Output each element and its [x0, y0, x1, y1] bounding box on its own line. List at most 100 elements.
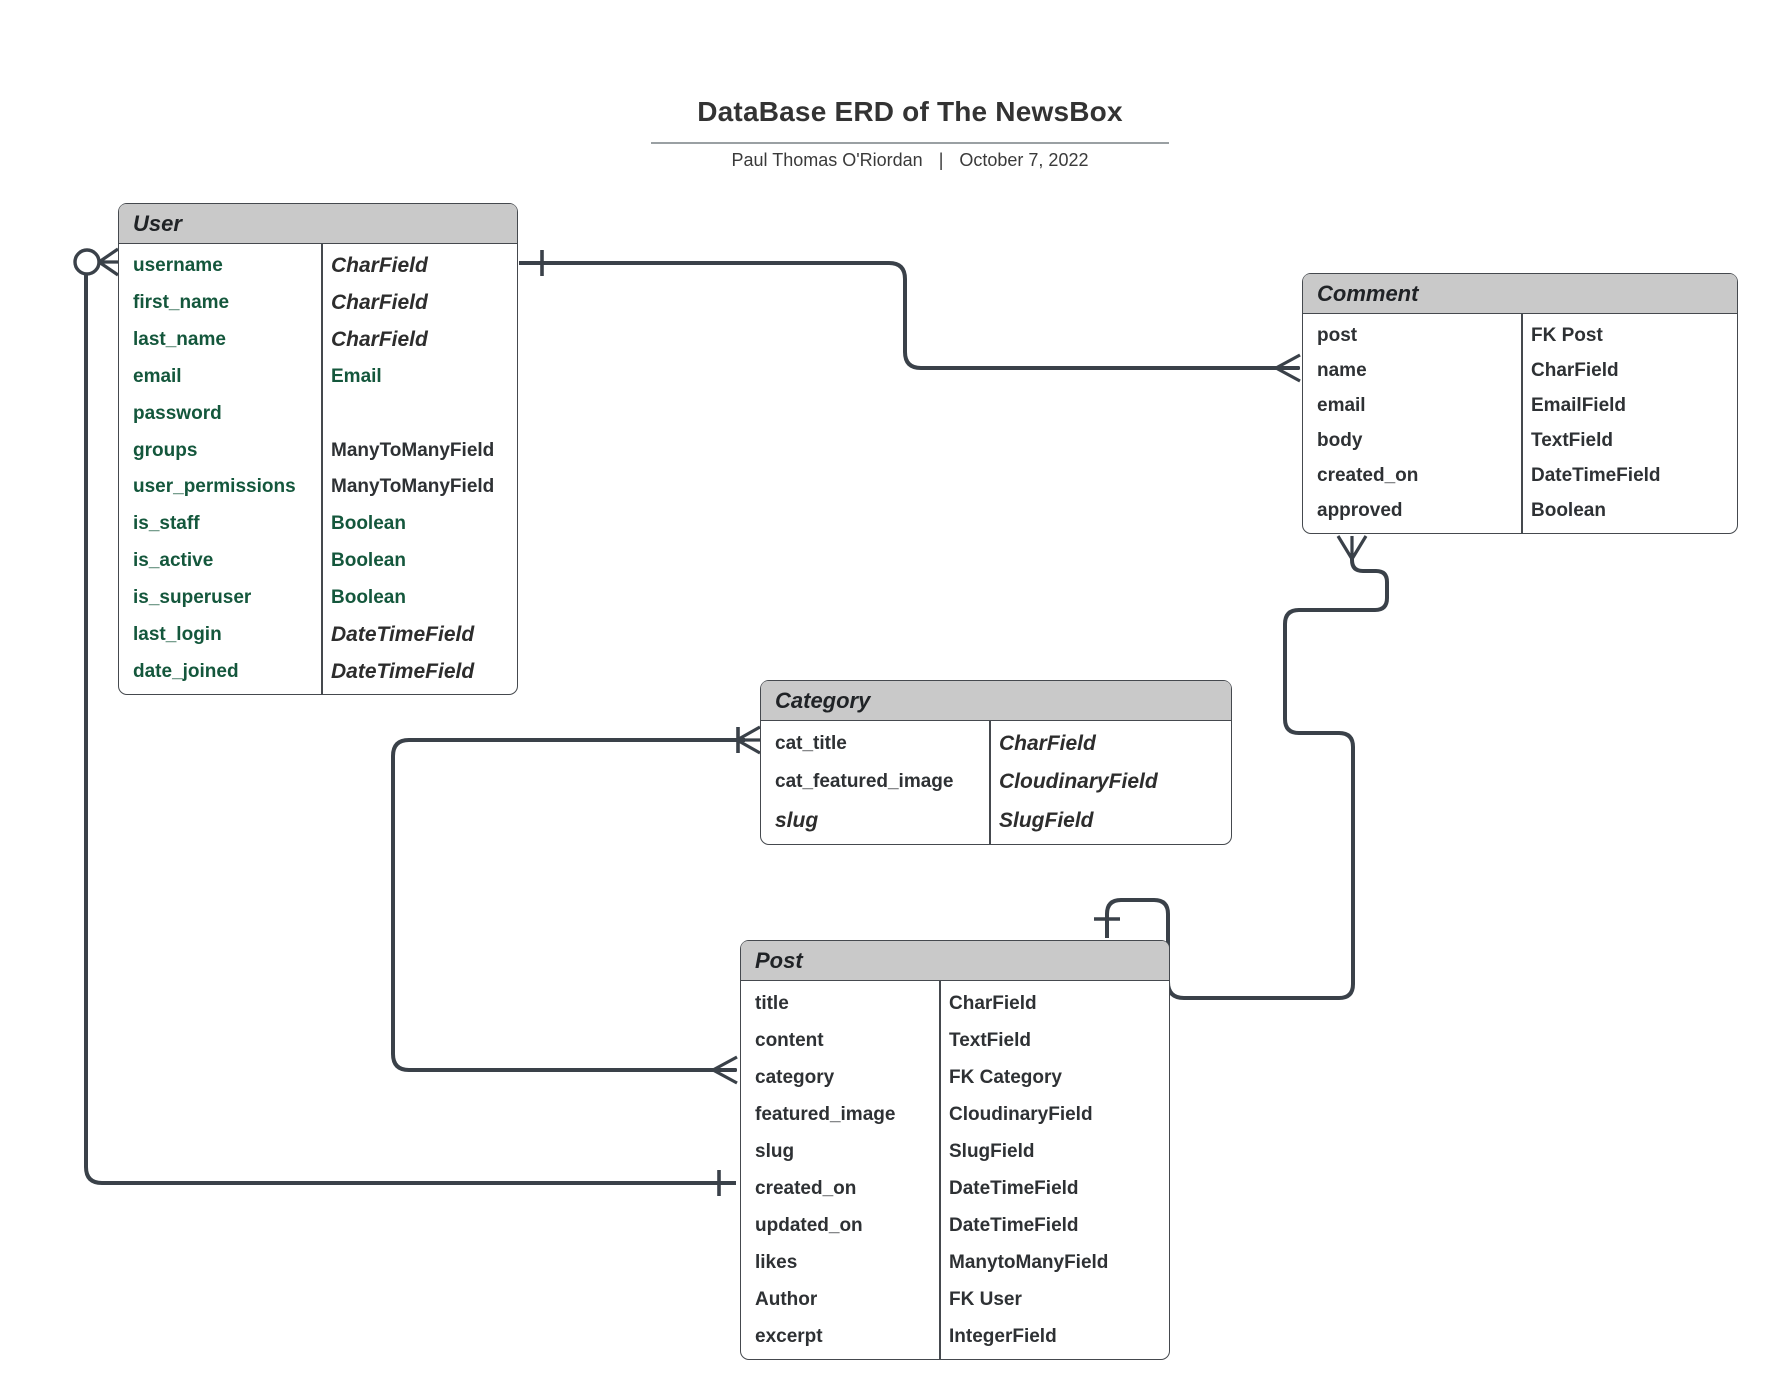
field-name: name [1317, 359, 1367, 381]
crows-foot-many-comment-name [1275, 353, 1301, 383]
field-type: TextField [1531, 430, 1613, 452]
field-type: DateTimeField [1531, 465, 1661, 487]
field-name: last_name [133, 329, 226, 351]
table-row: last_name CharField [119, 322, 517, 359]
field-name: likes [755, 1251, 798, 1273]
field-name: cat_title [775, 733, 847, 755]
field-name: username [133, 255, 223, 277]
field-type: EmailField [1531, 394, 1627, 416]
table-title-comment: Comment [1303, 274, 1737, 314]
column-divider [989, 721, 991, 844]
field-name: is_superuser [133, 586, 252, 608]
table-row: password [119, 395, 517, 432]
field-name: approved [1317, 500, 1403, 522]
field-name: category [755, 1066, 835, 1088]
table-row: created_on DateTimeField [1303, 459, 1737, 494]
field-name: user_permissions [133, 476, 296, 498]
crows-foot-many-comment-bottom [1336, 535, 1368, 560]
table-title-category: Category [761, 681, 1231, 721]
field-type: Email [331, 365, 382, 387]
table-row: username CharField [119, 248, 517, 285]
table-row: cat_featured_image CloudinaryField [761, 763, 1231, 801]
title-divider [651, 142, 1169, 144]
field-name: excerpt [755, 1325, 823, 1347]
diagram-subtitle: Paul Thomas O'Riordan|October 7, 2022 [560, 150, 1260, 171]
crows-foot-many-user [98, 247, 119, 277]
field-name: last_login [133, 623, 222, 645]
field-type: DateTimeField [331, 659, 475, 683]
field-name: email [133, 365, 182, 387]
field-name: date_joined [133, 660, 239, 682]
table-row: email Email [119, 358, 517, 395]
column-divider [1521, 314, 1523, 533]
field-name: slug [755, 1140, 795, 1162]
field-name: post [1317, 324, 1358, 346]
table-row: is_superuser Boolean [119, 579, 517, 616]
field-name: cat_featured_image [775, 771, 954, 793]
field-type: DateTimeField [949, 1214, 1079, 1236]
field-type: TextField [949, 1029, 1031, 1051]
field-name: content [755, 1029, 824, 1051]
field-name: created_on [755, 1177, 857, 1199]
field-type: CharField [999, 732, 1096, 756]
field-type: Boolean [1531, 500, 1606, 522]
wire-comment-post [1105, 556, 1389, 1000]
field-name: featured_image [755, 1103, 896, 1125]
table-row: content TextField [741, 1022, 1169, 1059]
table-row: last_login DateTimeField [119, 616, 517, 653]
column-divider [939, 981, 941, 1359]
field-name: first_name [133, 292, 230, 314]
wire-user-comment [519, 261, 1299, 370]
crows-foot-many-post-category [712, 1055, 738, 1085]
table-row: Author FK User [741, 1281, 1169, 1318]
field-name: Author [755, 1288, 818, 1310]
table-row: user_permissions ManyToManyField [119, 469, 517, 506]
diagram-header: DataBase ERD of The NewsBox Paul Thomas … [560, 96, 1260, 171]
diagram-date: October 7, 2022 [959, 150, 1089, 170]
field-type: DateTimeField [331, 622, 475, 646]
entity-table-category: Category cat_title CharField cat_featured_… [760, 680, 1232, 845]
field-type: ManyToManyField [331, 439, 495, 461]
field-type: Boolean [331, 586, 406, 608]
zero-circle-marker [73, 248, 101, 276]
field-name: title [755, 992, 789, 1014]
field-type: FK Category [949, 1066, 1062, 1088]
field-type: Boolean [331, 513, 406, 535]
field-name: slug [775, 808, 819, 832]
field-name: created_on [1317, 465, 1419, 487]
field-type: SlugField [949, 1140, 1035, 1162]
field-type: FK Post [1531, 324, 1603, 346]
field-name: password [133, 402, 222, 424]
table-title-user: User [119, 204, 517, 244]
relationship-user-post [73, 247, 736, 1196]
table-body-category: cat_title CharField cat_featured_image Clou… [761, 721, 1231, 844]
table-row: excerpt IntegerField [741, 1318, 1169, 1355]
table-row: name CharField [1303, 353, 1737, 388]
relationship-category-post [391, 725, 761, 1085]
table-row: groups ManyToManyField [119, 432, 517, 469]
table-row: category FK Category [741, 1059, 1169, 1096]
field-type: CloudinaryField [999, 770, 1158, 794]
table-title-post: Post [741, 941, 1169, 981]
field-type: IntegerField [949, 1325, 1057, 1347]
table-row: date_joined DateTimeField [119, 653, 517, 690]
field-type: CharField [331, 328, 428, 352]
field-type: CharField [331, 254, 428, 278]
relationship-comment-post [1094, 535, 1389, 1000]
field-name: groups [133, 439, 198, 461]
field-type: FK User [949, 1288, 1022, 1310]
table-row: post FK Post [1303, 318, 1737, 353]
field-type: CharField [1531, 359, 1619, 381]
field-type: ManyToManyField [331, 476, 495, 498]
